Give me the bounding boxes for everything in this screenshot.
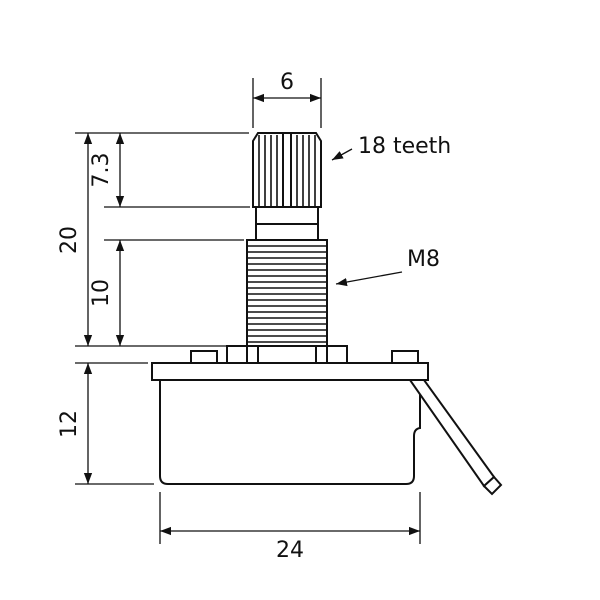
bushing-shoulder	[257, 346, 317, 363]
knurl-outline	[252, 132, 322, 208]
threaded-bushing	[246, 239, 328, 347]
dim-label-body-width: 24	[276, 538, 304, 563]
callout-thread-spec: M8	[335, 247, 440, 287]
left-base-tab	[226, 345, 248, 364]
callout-teeth: 18 teeth	[331, 134, 451, 161]
wire-tip	[482, 475, 503, 496]
pot-body	[159, 380, 421, 485]
dim-label-knurl-height: 7.3	[89, 153, 114, 188]
teeth-leader-arrow	[331, 148, 353, 161]
ext-lines-24	[159, 492, 421, 544]
terminal-wire	[408, 379, 503, 496]
thread-spec-label: M8	[407, 247, 440, 272]
right-base-tab	[326, 345, 348, 364]
neck-outline	[255, 207, 319, 240]
dim-body-height: 12	[57, 362, 154, 485]
ext-lines-body	[75, 362, 154, 485]
dim-body-width: 24	[159, 492, 421, 563]
knurled-shaft	[252, 132, 322, 208]
knurl-teeth-lines	[258, 135, 316, 206]
dim-shaft-total-height: 20	[57, 133, 235, 347]
dim-knurl-height: 7.3	[89, 133, 250, 208]
dim-shaft-width: 6	[252, 70, 322, 128]
cover-plate	[151, 362, 429, 381]
left-ear	[190, 350, 218, 364]
thread-spec-leader-arrow	[335, 271, 403, 287]
thread-lines	[248, 245, 326, 343]
shaft-neck	[255, 207, 319, 240]
wire-strip	[408, 379, 496, 488]
dim-label-thread-height: 10	[89, 279, 114, 307]
ext-lines-6	[252, 78, 322, 128]
terminal-lug	[391, 350, 419, 364]
body-can-outline	[159, 380, 421, 485]
teeth-label: 18 teeth	[358, 134, 451, 159]
dim-label-body-height: 12	[57, 410, 82, 438]
mounting-plate	[151, 345, 429, 381]
dim-label-shaft-width: 6	[280, 70, 294, 95]
shaft-split-slot	[282, 133, 292, 207]
dim-thread-height: 10	[89, 239, 244, 346]
dim-label-shaft-total-height: 20	[57, 226, 82, 254]
